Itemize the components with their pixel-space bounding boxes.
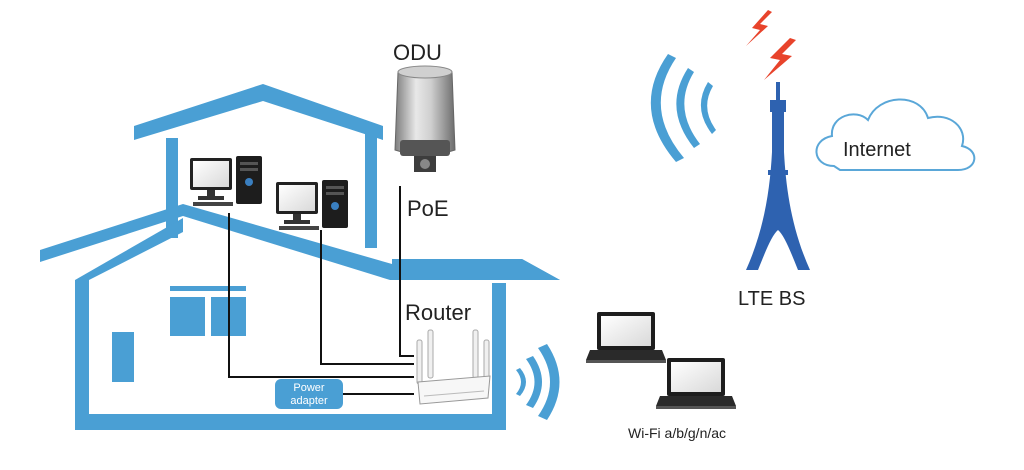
cable-desktop1-router — [228, 213, 414, 378]
cable-desktop2-router — [320, 230, 414, 365]
lte-bs-label: LTE BS — [738, 288, 805, 310]
poe-label: PoE — [407, 196, 449, 221]
desktop-computer-icon — [190, 156, 262, 206]
wireless-waves-icon — [516, 344, 560, 420]
house — [40, 84, 560, 430]
outdoor-unit-icon — [394, 65, 456, 172]
lower-wall-right — [492, 283, 506, 430]
floor — [75, 414, 506, 430]
wireless-waves-icon — [650, 54, 716, 162]
power-adapter-line1: Power — [293, 382, 325, 394]
cloud-icon — [815, 98, 976, 171]
window-pane-left — [170, 297, 205, 336]
router-label: Router — [405, 300, 471, 325]
main-roof-right — [392, 259, 560, 280]
lightning-icon — [746, 10, 796, 80]
lower-wall-left — [75, 280, 89, 430]
left-gable — [75, 218, 183, 280]
power-adapter-line2: adapter — [290, 395, 328, 407]
upper-roof — [134, 84, 383, 140]
cables — [228, 186, 414, 395]
internet-label: Internet — [843, 139, 911, 161]
cable-poe-router — [399, 186, 414, 357]
cell-tower-icon — [746, 82, 810, 270]
power-adapter: Power adapter — [275, 379, 343, 409]
desktop-computer-icon — [276, 180, 348, 230]
wifi-label: Wi-Fi a/b/g/n/ac — [628, 425, 726, 441]
laptop-icon — [586, 312, 666, 363]
laptop-icon — [656, 358, 736, 409]
router-icon — [416, 329, 491, 405]
window-top-bar — [170, 286, 246, 291]
door — [112, 332, 134, 382]
odu-label: ODU — [393, 40, 442, 65]
upper-wall-right — [365, 133, 377, 248]
